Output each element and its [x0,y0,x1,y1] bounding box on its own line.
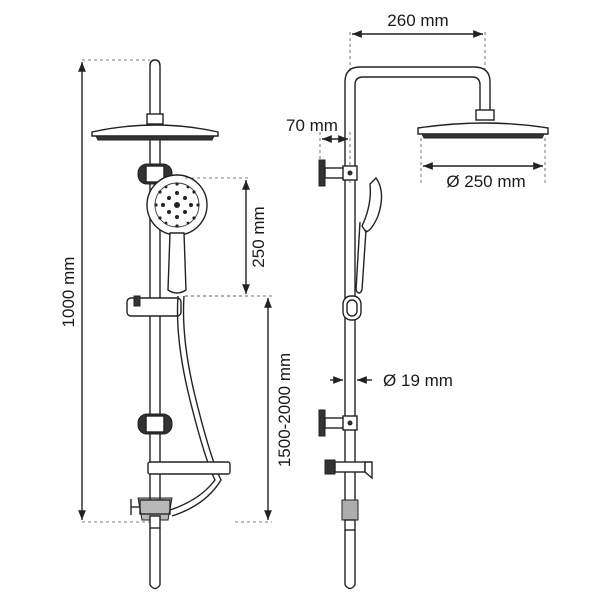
overhead-shower-side [417,122,549,139]
dimension-head-diameter-label: Ø 250 mm [446,172,525,191]
hand-shower-side [355,176,383,294]
dimension-head-diameter: Ø 250 mm [420,138,546,191]
overhead-shower-front [91,124,219,141]
side-bracket-upper [318,159,358,187]
diverter-side [341,499,359,531]
shower-arm-inner [354,76,481,172]
arm-connector [475,109,495,121]
side-bracket-lower [318,409,358,437]
shower-arm-outer [344,66,491,172]
dimension-70-label: 70 mm [286,116,338,135]
hand-shower-front [146,174,208,294]
shelf-front [147,461,231,475]
wall-bracket-lower [137,413,173,435]
dimension-260: 260 mm [349,11,486,72]
dimension-250-label: 250 mm [249,206,268,267]
dimension-1000-label: 1000 mm [59,257,78,328]
dimension-pipe-diameter: Ø 19 mm [330,371,453,390]
front-view: 1000 mm [59,59,294,590]
diverter-front [130,497,173,529]
side-view: 260 mm Ø 250 mm 70 mm [286,11,549,590]
hose-inner [171,295,222,517]
dimension-pipe-diameter-label: Ø 19 mm [383,371,453,390]
dimension-1500-2000: 1500-2000 mm [185,295,294,523]
slider-side [342,295,362,321]
dimension-1500-2000-label: 1500-2000 mm [275,353,294,467]
hose-outer [169,295,216,511]
slider-holder [126,295,182,317]
dimension-70: 70 mm [286,116,351,186]
wall-bracket-upper [137,163,173,185]
dimension-260-label: 260 mm [387,11,448,30]
shelf-side [324,459,373,480]
head-connector [146,113,164,125]
riser-top [149,59,161,118]
dimension-1000: 1000 mm [59,59,150,523]
